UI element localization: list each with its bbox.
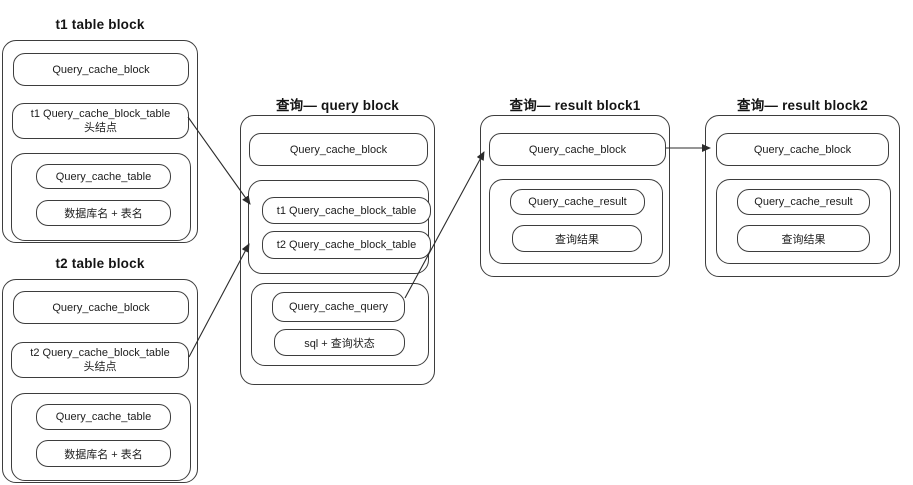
t1-table-entry-group: Query_cache_table 数据库名 + 表名 [11, 153, 191, 241]
t1-query-cache-table-node: Query_cache_table [36, 164, 171, 189]
t2-block-title: t2 table block [55, 256, 145, 271]
t2-query-cache-block-node: Query_cache_block [13, 291, 189, 324]
query-query-cache-block-node: Query_cache_block [249, 133, 428, 166]
t2-block-table-label: t2 Query_cache_block_table [30, 347, 170, 359]
result2-block-title: 查询— result block2 [737, 98, 868, 113]
result1-block-title: 查询— result block1 [509, 98, 641, 113]
t1-head-node-label: 头结点 [84, 122, 117, 134]
t1-block-title: t1 table block [55, 17, 145, 32]
result1-query-result-node: 查询结果 [512, 225, 642, 252]
t2-table-block: Query_cache_block t2 Query_cache_block_t… [2, 279, 198, 483]
query-t1-block-table-node: t1 Query_cache_block_table [262, 197, 431, 224]
t1-db-table-name-node: 数据库名 + 表名 [36, 200, 171, 226]
t2-table-entry-group: Query_cache_table 数据库名 + 表名 [11, 393, 191, 481]
query-block-title: 查询— query block [275, 98, 400, 113]
query-cache-query-node: Query_cache_query [272, 292, 405, 322]
t2-query-cache-table-node: Query_cache_table [36, 404, 171, 430]
t1-block-table-head-node: t1 Query_cache_block_table 头结点 [12, 103, 189, 139]
query-block-table-group: t1 Query_cache_block_table t2 Query_cach… [248, 180, 431, 274]
query-query-group: Query_cache_query sql + 查询状态 [251, 283, 429, 366]
result-block1: Query_cache_block Query_cache_result 查询结… [480, 115, 670, 277]
result1-query-cache-block-node: Query_cache_block [489, 133, 666, 166]
result1-result-group: Query_cache_result 查询结果 [489, 179, 663, 264]
t1-query-cache-block-node: Query_cache_block [13, 53, 189, 86]
result2-query-result-node: 查询结果 [737, 225, 870, 252]
t2-db-table-name-node: 数据库名 + 表名 [36, 440, 171, 467]
result2-result-group: Query_cache_result 查询结果 [716, 179, 891, 264]
result-block2: Query_cache_block Query_cache_result 查询结… [705, 115, 900, 277]
result2-query-cache-block-node: Query_cache_block [716, 133, 889, 166]
query-t2-block-table-node: t2 Query_cache_block_table [262, 231, 431, 259]
query-block: Query_cache_block t1 Query_cache_block_t… [240, 115, 435, 385]
t1-table-block: Query_cache_block t1 Query_cache_block_t… [2, 40, 198, 243]
t2-head-node-label: 头结点 [83, 361, 117, 373]
result2-query-cache-result-node: Query_cache_result [737, 189, 870, 215]
query-sql-status-node: sql + 查询状态 [274, 329, 405, 356]
t2-block-table-head-node: t2 Query_cache_block_table 头结点 [11, 342, 189, 378]
result1-query-cache-result-node: Query_cache_result [510, 189, 645, 215]
t1-block-table-label: t1 Query_cache_block_table [30, 108, 171, 120]
